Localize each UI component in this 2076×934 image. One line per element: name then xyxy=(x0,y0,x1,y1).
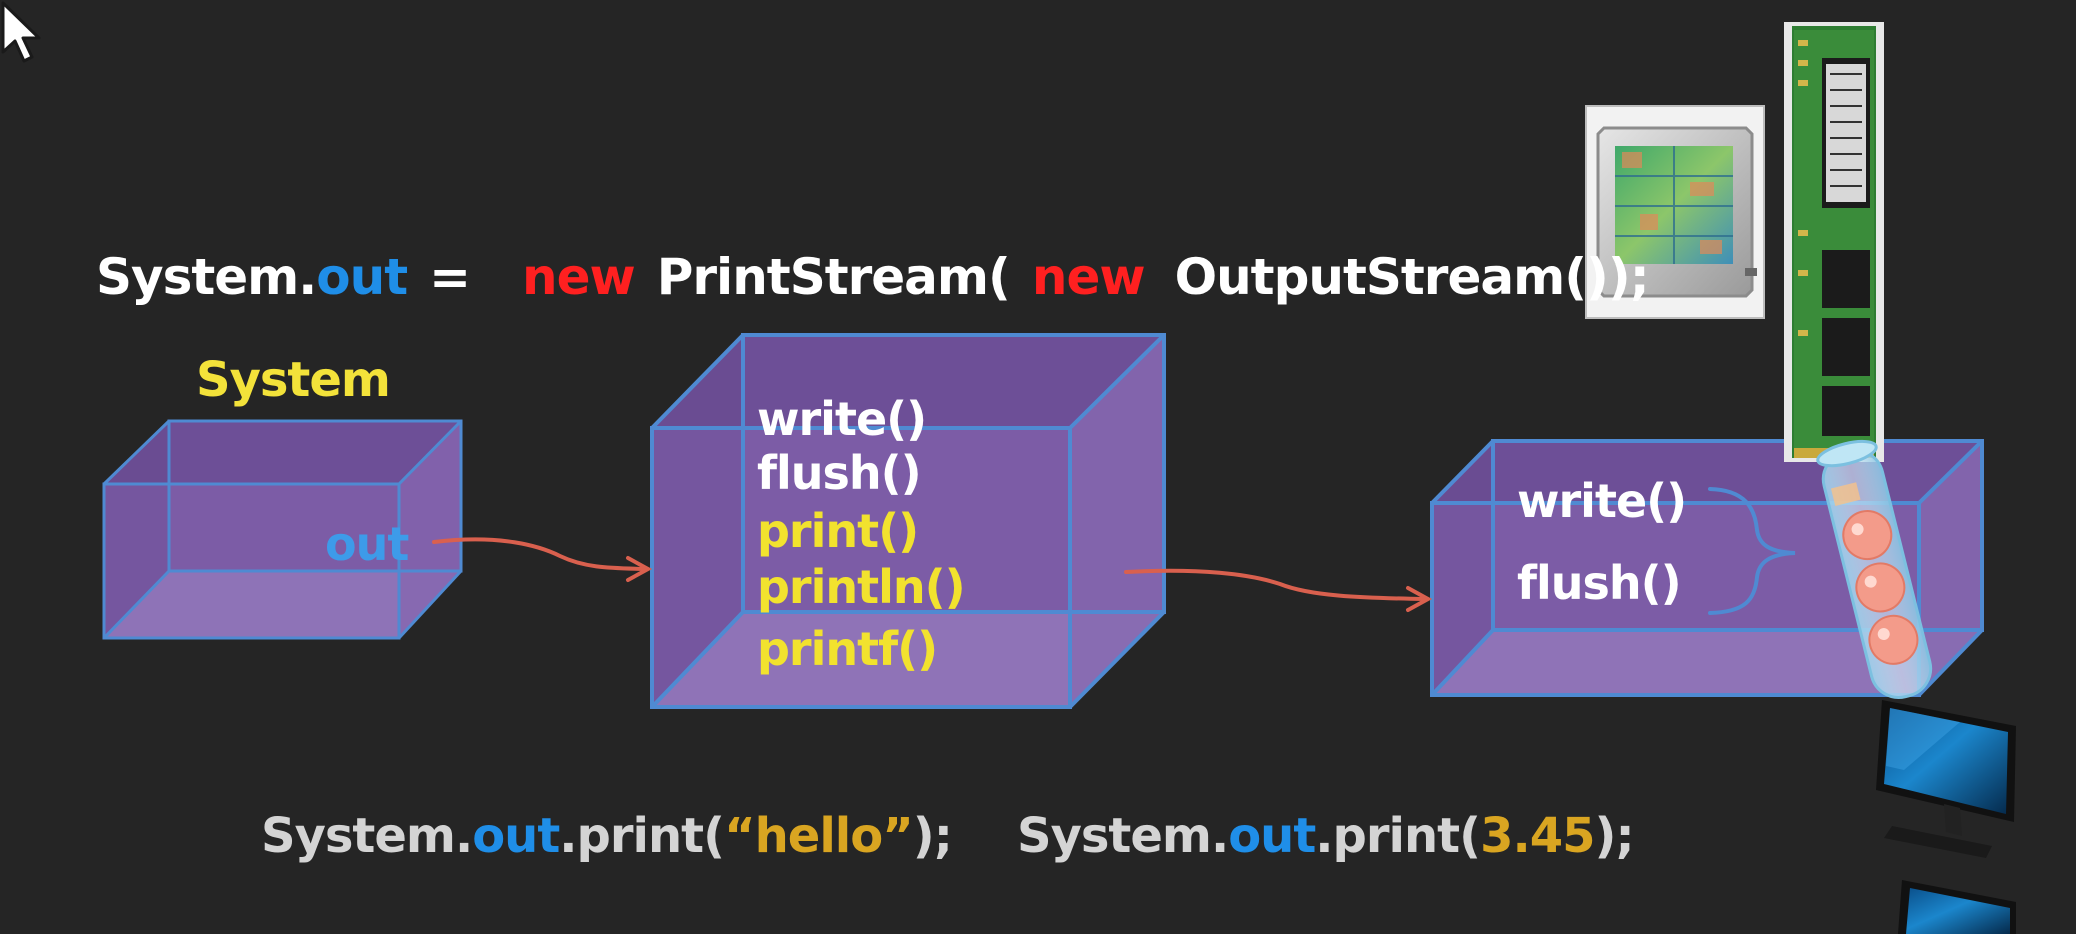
printstream-method-flush: flush() xyxy=(757,446,922,500)
printstream-method-print: print() xyxy=(757,504,919,558)
buffer-tube-icon xyxy=(1816,439,1933,699)
system-box-top xyxy=(104,421,461,484)
system-box-right xyxy=(399,421,461,638)
printstream-box-front xyxy=(652,428,1070,707)
bottom-left-system: System. xyxy=(261,808,473,864)
monitor-partial-icon xyxy=(1898,880,2016,934)
top-code-new-keyword: new xyxy=(522,248,636,306)
printstream-box-top xyxy=(652,335,1164,428)
ram-module-icon xyxy=(1784,22,1884,462)
outputstream-method-write: write() xyxy=(1517,474,1687,528)
outputstream-box-front xyxy=(1432,503,1919,695)
bottom-right-arg: 3.45 xyxy=(1480,808,1595,864)
bottom-left-out: out xyxy=(472,808,560,864)
printstream-method-printf: printf() xyxy=(757,622,938,676)
top-code-new-keyword-2: new xyxy=(1031,248,1146,306)
system-box xyxy=(102,419,463,640)
curly-brace-icon xyxy=(1708,487,1796,615)
bottom-right-call: .print( xyxy=(1315,808,1481,864)
system-out-field: out xyxy=(325,517,409,571)
system-box-front xyxy=(104,484,399,638)
bottom-left-arg: “hello” xyxy=(724,808,914,864)
bottom-right-out: out xyxy=(1228,808,1316,864)
bottom-code-print-hello: System.out.print(“hello”); xyxy=(261,812,953,860)
top-code-equals: = xyxy=(429,248,471,306)
outputstream-method-flush: flush() xyxy=(1517,556,1682,610)
bottom-right-system: System. xyxy=(1017,808,1229,864)
mouse-cursor-icon xyxy=(1,1,41,63)
outputstream-box-top xyxy=(1432,441,1982,503)
top-code-system: System. xyxy=(96,248,317,306)
arrow-printstream-to-outputstream xyxy=(1124,568,1433,612)
system-box-title: System xyxy=(196,352,391,408)
top-code-printstream: PrintStream( xyxy=(656,248,1011,306)
cpu-chip-icon xyxy=(1585,105,1765,319)
bottom-code-print-number: System.out.print(3.45); xyxy=(1017,812,1635,860)
bottom-left-call: .print( xyxy=(559,808,725,864)
bottom-left-suffix: ); xyxy=(912,808,953,864)
monitor-icon xyxy=(1876,700,2016,858)
top-code-outputstream: OutputStream()); xyxy=(1174,248,1650,306)
printstream-method-write: write() xyxy=(757,392,927,446)
bottom-right-suffix: ); xyxy=(1594,808,1635,864)
arrow-out-to-printstream xyxy=(432,537,653,582)
printstream-method-println: println() xyxy=(757,560,966,614)
top-code-out: out xyxy=(316,248,408,306)
printstream-box xyxy=(650,333,1166,709)
